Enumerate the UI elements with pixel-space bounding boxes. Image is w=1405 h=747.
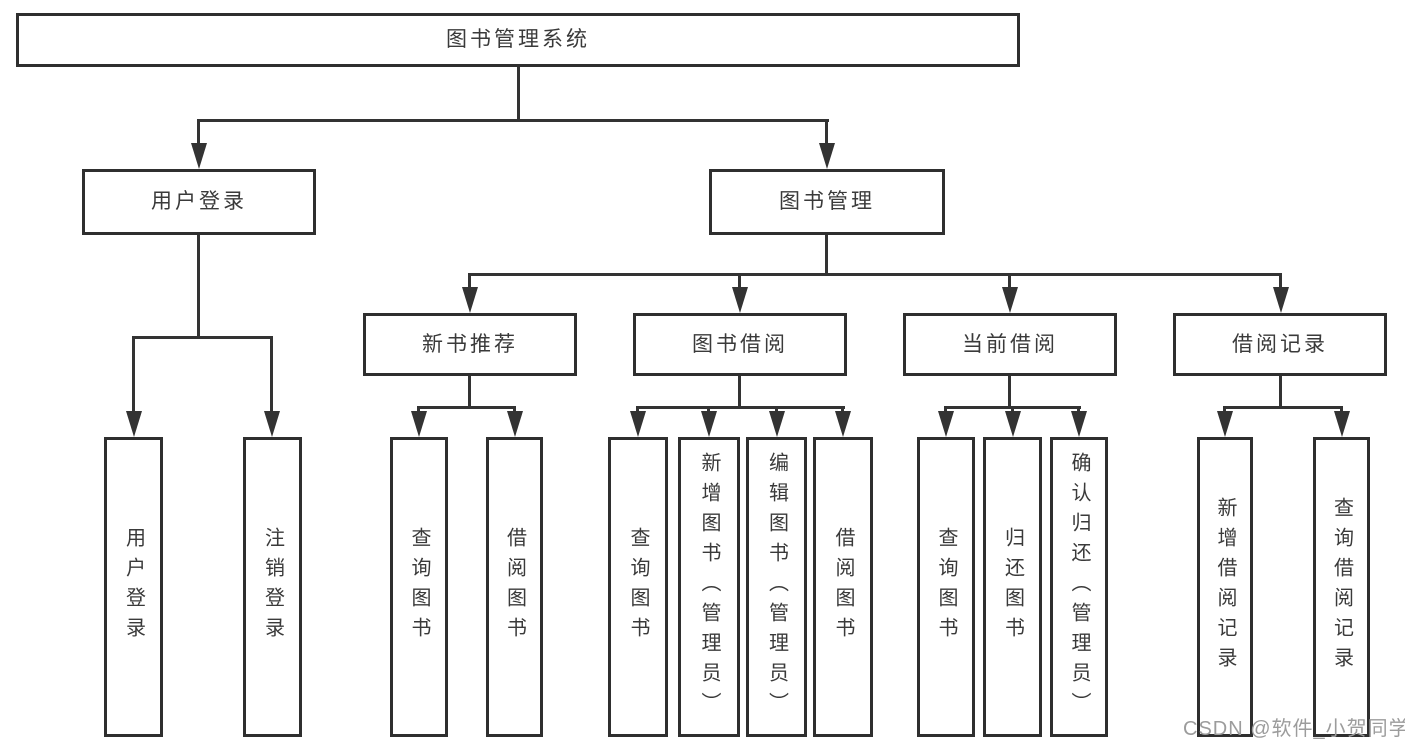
connector-line: [197, 119, 200, 152]
node-book-management-label: 图书管理: [779, 190, 875, 214]
connector-bar: [417, 406, 516, 409]
arrow-down-icon: [835, 411, 851, 437]
node-book-management: 图书管理: [709, 169, 945, 235]
connector-line: [825, 235, 828, 273]
connector-line: [1011, 406, 1014, 414]
arrow-down-icon: [507, 411, 523, 437]
connector-line: [707, 406, 710, 414]
leaf-query-borrow-record: 查询借阅记录: [1313, 437, 1370, 737]
connector-line: [944, 406, 947, 414]
connector-line: [1077, 406, 1080, 414]
arrow-down-icon: [1005, 411, 1021, 437]
node-new-book-recommend-label: 新书推荐: [422, 332, 518, 356]
node-book-borrow: 图书借阅: [633, 313, 847, 376]
node-current-borrow: 当前借阅: [903, 313, 1117, 376]
node-user-login: 用户登录: [82, 169, 316, 235]
connector-bar: [1223, 406, 1342, 409]
arrow-down-icon: [1273, 287, 1289, 313]
csdn-watermark: CSDN @软件_小贺同学: [1183, 718, 1405, 740]
connector-line: [636, 406, 639, 414]
arrow-down-icon: [1002, 287, 1018, 313]
arrow-down-icon: [1217, 411, 1233, 437]
leaf-add-borrow-record-label: 新增借阅记录: [1214, 497, 1236, 677]
leaf-query-borrow-record-label: 查询借阅记录: [1330, 497, 1353, 677]
leaf-logout: 注销登录: [243, 437, 302, 737]
leaf-add-borrow-record: 新增借阅记录: [1197, 437, 1253, 737]
connector-line: [1279, 273, 1282, 289]
node-borrow-record-label: 借阅记录: [1232, 332, 1328, 356]
leaf-borrow-query-book: 查询图书: [608, 437, 668, 737]
leaf-recommend-query-book: 查询图书: [390, 437, 448, 737]
arrow-down-icon: [732, 287, 748, 313]
connector-line: [738, 376, 741, 406]
connector-l3-bar: [468, 273, 1282, 276]
arrow-down-icon: [264, 411, 280, 437]
arrow-down-icon: [938, 411, 954, 437]
connector-line: [1340, 406, 1343, 414]
connector-line: [468, 376, 471, 406]
connector-line: [841, 406, 844, 414]
leaf-borrow-query-book-label: 查询图书: [627, 527, 649, 647]
arrow-down-icon: [462, 287, 478, 313]
connector-line: [738, 273, 741, 289]
arrow-down-icon: [191, 143, 207, 169]
connector-bar: [636, 406, 845, 409]
connector-l2-bar: [197, 119, 829, 122]
connector-line: [1008, 273, 1011, 289]
connector-line: [1008, 376, 1011, 406]
leaf-return-book-label: 归还图书: [1001, 527, 1024, 647]
leaf-borrow-book: 借阅图书: [813, 437, 873, 737]
arrow-down-icon: [1071, 411, 1087, 437]
leaf-recommend-query-book-label: 查询图书: [408, 527, 430, 647]
leaf-confirm-return-admin-label: 确认归还（管理员）: [1068, 452, 1090, 722]
connector-line: [417, 406, 420, 414]
node-root: 图书管理系统: [16, 13, 1020, 67]
node-new-book-recommend: 新书推荐: [363, 313, 577, 376]
connector-root-trunk: [517, 67, 520, 120]
leaf-confirm-return-admin: 确认归还（管理员）: [1050, 437, 1108, 737]
arrow-down-icon: [819, 143, 835, 169]
arrow-down-icon: [126, 411, 142, 437]
leaf-borrow-book-label: 借阅图书: [832, 527, 854, 647]
node-user-login-label: 用户登录: [151, 190, 247, 214]
connector-line: [825, 119, 828, 152]
node-book-borrow-label: 图书借阅: [692, 332, 788, 356]
leaf-recommend-borrow-book: 借阅图书: [486, 437, 543, 737]
connector-line: [468, 273, 471, 289]
node-root-label: 图书管理系统: [446, 28, 590, 52]
leaf-user-login: 用户登录: [104, 437, 163, 737]
leaf-recommend-borrow-book-label: 借阅图书: [503, 527, 526, 647]
arrow-down-icon: [411, 411, 427, 437]
connector-line: [1279, 376, 1282, 406]
connector-line: [513, 406, 516, 414]
connector-line: [775, 406, 778, 414]
leaf-edit-book-admin: 编辑图书（管理员）: [746, 437, 807, 737]
connector-line: [132, 336, 135, 413]
leaf-edit-book-admin-label: 编辑图书（管理员）: [765, 452, 788, 722]
connector-line: [197, 235, 200, 336]
node-borrow-record: 借阅记录: [1173, 313, 1387, 376]
leaf-current-query-book: 查询图书: [917, 437, 975, 737]
leaf-logout-label: 注销登录: [261, 527, 284, 647]
leaf-user-login-label: 用户登录: [122, 527, 145, 647]
connector-line: [1223, 406, 1226, 414]
arrow-down-icon: [630, 411, 646, 437]
arrow-down-icon: [701, 411, 717, 437]
leaf-return-book: 归还图书: [983, 437, 1042, 737]
leaf-add-book-admin-label: 新增图书（管理员）: [698, 452, 720, 722]
arrow-down-icon: [769, 411, 785, 437]
connector-bar: [132, 336, 273, 339]
connector-line: [270, 336, 273, 413]
node-current-borrow-label: 当前借阅: [962, 332, 1058, 356]
leaf-current-query-book-label: 查询图书: [935, 527, 957, 647]
arrow-down-icon: [1334, 411, 1350, 437]
leaf-add-book-admin: 新增图书（管理员）: [678, 437, 740, 737]
